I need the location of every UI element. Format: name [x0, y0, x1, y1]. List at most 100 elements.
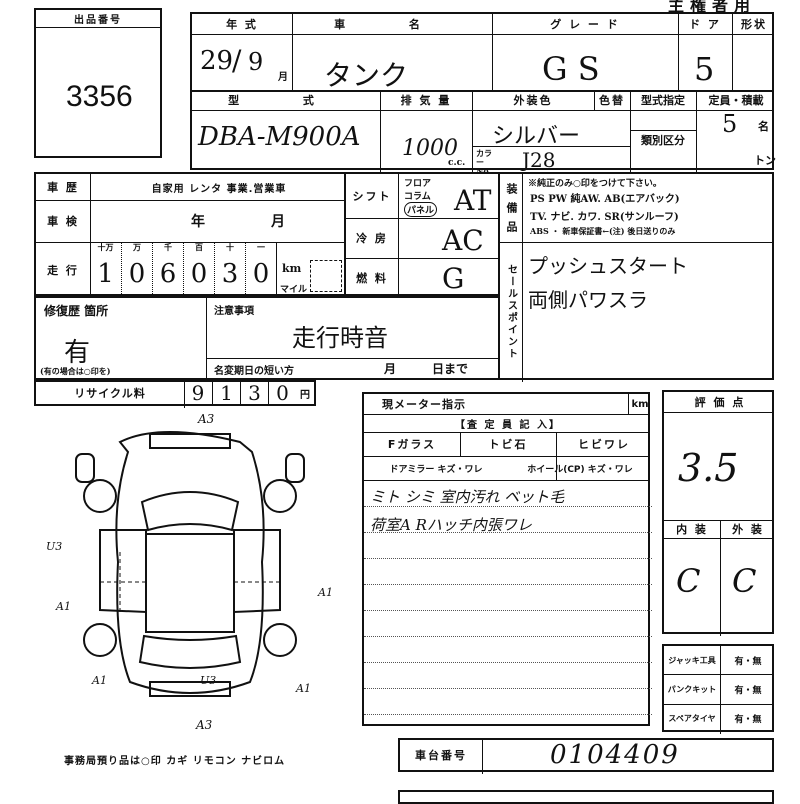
- displacement-unit: c.c.: [448, 158, 466, 168]
- model-label: 型 式: [228, 94, 344, 107]
- damage-mark-rear-left: A1: [92, 674, 107, 687]
- rear-window: [138, 634, 242, 669]
- inspection-year: 年: [191, 214, 207, 230]
- damage-mark-left-rear: A1: [56, 600, 71, 613]
- puncture-label: パンクキット: [667, 684, 717, 694]
- inspector-row2-left: ドアミラー キズ・ワレ: [389, 464, 483, 475]
- spare-label: スペアタイヤ: [668, 713, 716, 723]
- accessories-box: ジャッキ工具 有・無 パンクキット 有・無 スペアタイヤ 有・無: [662, 644, 774, 734]
- year-label: 年 式: [226, 18, 258, 31]
- recycle-unit: 円: [300, 390, 310, 401]
- grade-label: グ レ ー ド: [550, 18, 620, 31]
- mile-label: マイル: [280, 285, 308, 295]
- score-label: 評 価 点: [694, 396, 746, 409]
- sales-point-label: セールスポイント: [505, 264, 517, 360]
- rear-left-wheel: [83, 623, 117, 657]
- sales-point-1: プッシュスタート: [528, 254, 688, 278]
- chassis-value: 0104409: [550, 740, 680, 770]
- transfer-label: 名変期日の短い方: [214, 366, 294, 377]
- mile-checkbox: [310, 260, 342, 292]
- caution-label: 注意事項: [214, 306, 254, 317]
- mileage-digit: 0: [128, 259, 146, 289]
- grade-value: G S: [542, 50, 600, 88]
- lot-number-box: 出品番号 3356: [34, 8, 162, 158]
- meter-unit: km: [631, 398, 649, 410]
- front-left-wheel: [83, 479, 117, 513]
- lot-label: 出品番号: [36, 10, 160, 28]
- equipment-line-1: PS PW 純AW. AB(エアバック): [530, 194, 680, 205]
- shape-label: 形状: [741, 18, 767, 31]
- mileage-column: 十万 1: [90, 242, 121, 298]
- roof-panel: [145, 533, 235, 633]
- exterior-label: 外 装: [732, 523, 764, 536]
- fuel-value: G: [442, 262, 465, 295]
- inspection-month: 月: [271, 214, 287, 230]
- shift-option-column: コラム: [404, 192, 431, 202]
- chassis-label: 車台番号: [415, 749, 467, 762]
- windshield: [140, 491, 240, 532]
- capacity-value: 5: [722, 110, 738, 138]
- transfer-day: 日まで: [432, 362, 469, 376]
- chassis-box: 車台番号 0104409: [398, 738, 774, 774]
- puncture-value: 有・無: [734, 685, 762, 696]
- color-label: 外装色: [513, 94, 553, 107]
- damage-mark-rear-center: U3: [200, 674, 217, 687]
- month-unit: 月: [278, 72, 288, 83]
- equipment-label: 装 備 品: [505, 182, 518, 234]
- ruled-line: [364, 688, 652, 689]
- ruled-line: [364, 506, 652, 507]
- ruled-line: [364, 662, 652, 663]
- equipment-line-3: ABS ・ 新車保証書←(注) 後日送りのみ: [530, 226, 676, 236]
- displacement-label: 排 気 量: [400, 94, 452, 107]
- front-bumper: [149, 433, 231, 449]
- repair-value: 有: [64, 338, 91, 368]
- year-value: 29: [200, 46, 234, 76]
- load-unit: トン: [754, 154, 776, 167]
- front-right-wheel: [263, 479, 297, 513]
- month-value: 9: [248, 48, 264, 76]
- ruled-line: [364, 610, 652, 611]
- capacity-label: 定員・積載: [708, 94, 764, 107]
- spec-box: シフト フロア コラム パネル AT 冷 房 AC 燃 料 G: [344, 172, 500, 298]
- mileage-digit: 0: [252, 259, 270, 289]
- category-label: 類別区分: [641, 134, 685, 147]
- damage-mark-rear-right: A1: [296, 682, 311, 695]
- corner-title: 主権者用: [668, 0, 757, 15]
- score-value: 3.5: [678, 446, 739, 490]
- inspector-col-2: トビ石: [488, 438, 528, 451]
- repair-box: 修復歴 箇所 有 (有の場合は○印を) 注意事項 走行時音 名変期日の短い方 月…: [34, 296, 500, 382]
- inspector-col-1: Fガラス: [387, 438, 437, 451]
- lot-number: 3356: [66, 80, 133, 113]
- doors-value: 5: [694, 50, 715, 88]
- caution-value: 走行時音: [292, 324, 388, 352]
- inspector-note-2: 荷室A Rハッチ内張ワレ: [370, 516, 532, 534]
- history-options: 自家用 レンタ 事業.営業車: [151, 183, 287, 195]
- damage-mark-left-door: U3: [46, 540, 63, 553]
- car-damage-diagram: [75, 431, 305, 697]
- sales-point-2: 両側パワスラ: [528, 288, 648, 312]
- ruled-line: [364, 584, 652, 585]
- left-mirror: [75, 453, 95, 483]
- equipment-box: 装 備 品 ※純正のみ○印をつけて下さい。 PS PW 純AW. AB(エアバッ…: [498, 172, 774, 382]
- mileage-place-label: 十: [226, 243, 234, 252]
- damage-mark-right: A1: [318, 586, 333, 599]
- car-body-outline: [115, 431, 265, 694]
- left-side-panel: [99, 529, 147, 614]
- mileage-place-label: 十万: [97, 243, 114, 252]
- mileage-digit: 1: [97, 259, 114, 289]
- exterior-value: C: [732, 562, 757, 600]
- recycle-digit: 9: [191, 381, 205, 405]
- fuel-label: 燃 料: [356, 272, 388, 285]
- name-label: 車 名: [334, 18, 450, 31]
- inspector-row2-right: ホイール(CP) キズ・ワレ: [527, 464, 633, 475]
- jack-value: 有・無: [734, 656, 762, 667]
- equipment-note: ※純正のみ○印をつけて下さい。: [528, 179, 662, 189]
